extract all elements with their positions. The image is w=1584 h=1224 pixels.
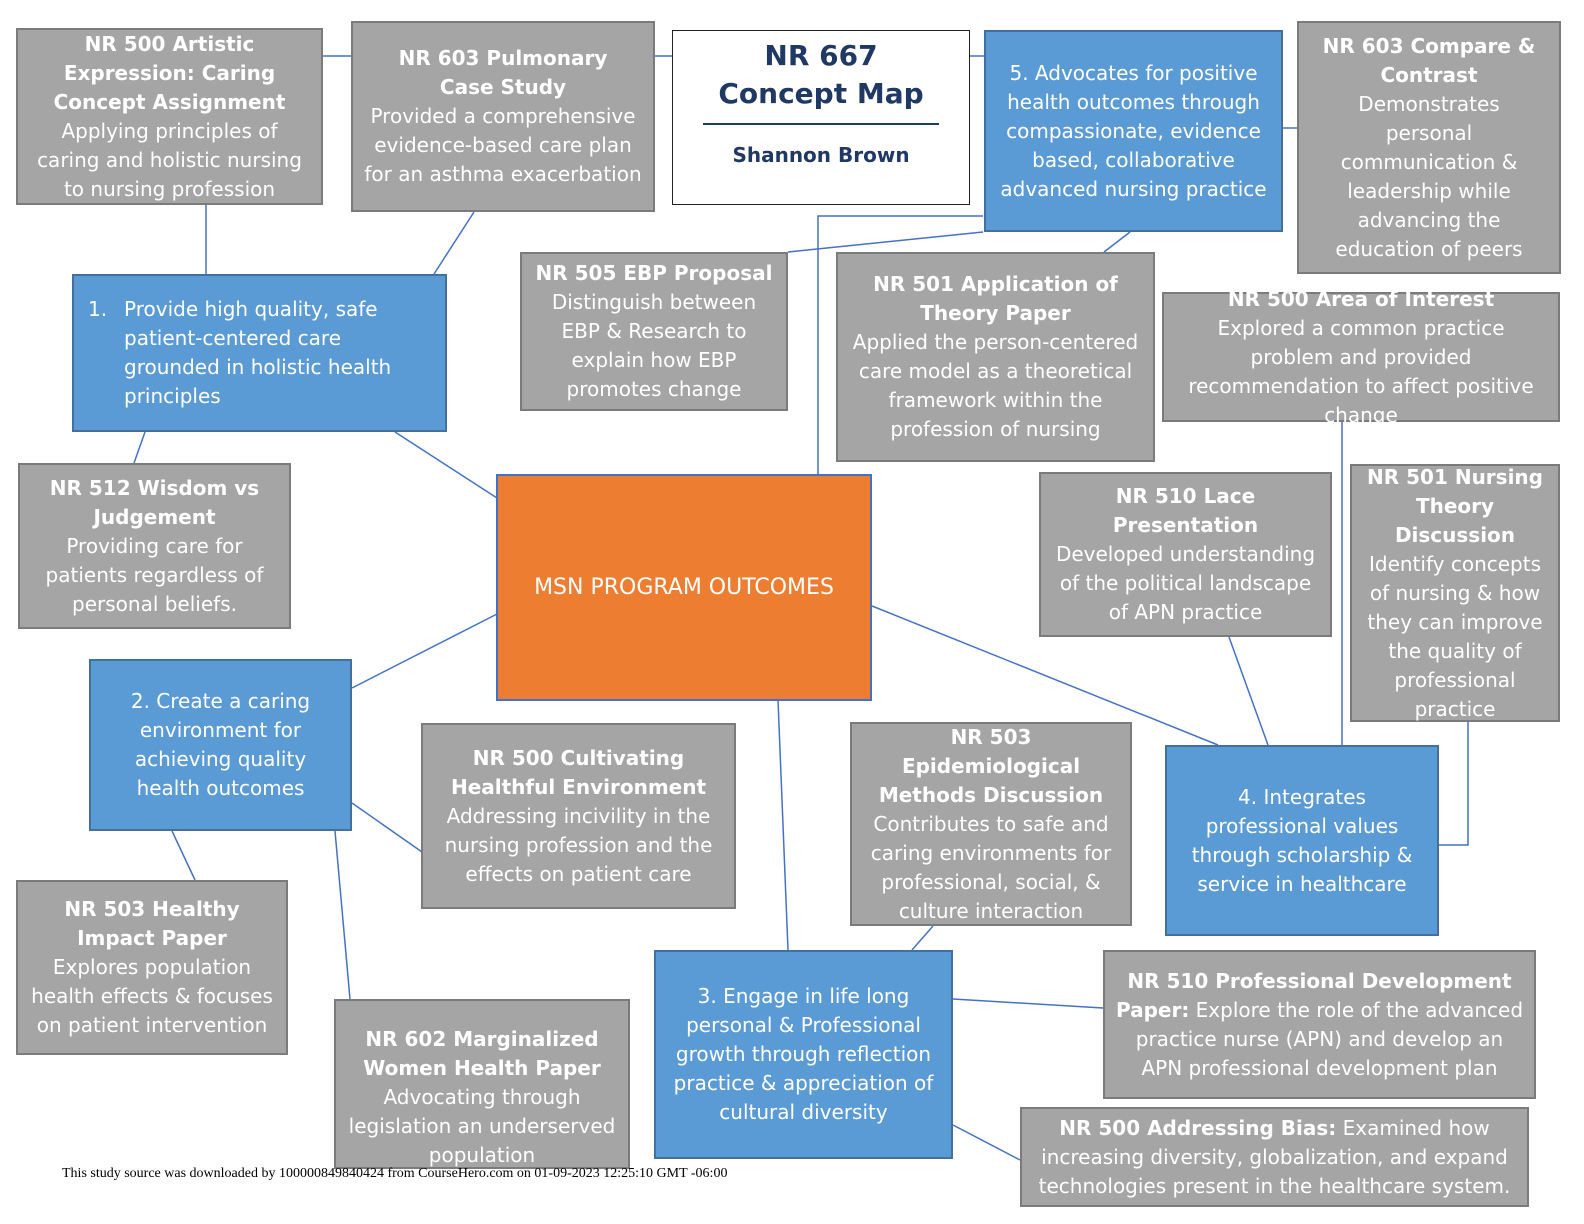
assignment-title: NR 603 Pulmonary Case Study	[398, 46, 608, 99]
outcome-1-number: 1.	[88, 297, 108, 321]
course-title: NR 667	[764, 39, 878, 72]
assignment-title: NR 500 Addressing Bias:	[1059, 1115, 1337, 1140]
assignment-desc: Explores population health effects & foc…	[31, 955, 273, 1037]
assignment-title: NR 510 Professional Development Paper:	[1115, 968, 1512, 1022]
assignment-marginalized-women: NR 602 Marginalized Women Health Paper A…	[334, 999, 630, 1169]
map-title: Concept Map	[718, 77, 924, 110]
assignment-ebp-proposal: NR 505 EBP Proposal Distinguish between …	[520, 252, 788, 411]
center-label: MSN PROGRAM OUTCOMES	[534, 575, 834, 600]
assignment-epidemiological-discussion: NR 503 Epidemiological Methods Discussio…	[850, 722, 1132, 926]
assignment-desc: Explored a common practice problem and p…	[1188, 315, 1534, 427]
outcome-2-text: 2. Create a caring environment for achie…	[130, 689, 311, 800]
assignment-professional-development: NR 510 Professional Development Paper: E…	[1103, 950, 1536, 1099]
assignment-title: NR 505 EBP Proposal	[535, 261, 773, 285]
assignment-title: NR 500 Artistic Expression: Caring Conce…	[53, 31, 286, 114]
assignment-artistic-expression: NR 500 Artistic Expression: Caring Conce…	[16, 28, 323, 205]
assignment-area-of-interest: NR 500 Area of Interest Explored a commo…	[1162, 287, 1560, 427]
assignment-theory-discussion: NR 501 Nursing Theory Discussion Identif…	[1350, 464, 1560, 722]
assignment-compare-contrast: NR 603 Compare & Contrast Demonstrates p…	[1297, 21, 1561, 274]
assignment-title: NR 510 Lace Presentation	[1112, 484, 1259, 537]
assignment-wisdom-judgement: NR 512 Wisdom vs Judgement Providing car…	[18, 463, 291, 629]
assignment-desc: Distinguish between EBP & Research to ex…	[551, 290, 757, 401]
assignment-lace-presentation: NR 510 Lace Presentation Developed under…	[1039, 472, 1332, 637]
assignment-desc: Contributes to safe and caring environme…	[870, 811, 1112, 923]
title-divider	[703, 123, 939, 125]
assignment-desc: Applied the person-centered care model a…	[852, 330, 1139, 441]
assignment-desc: Provided a comprehensive evidence-based …	[364, 104, 642, 186]
assignment-desc: Providing care for patients regardless o…	[45, 533, 264, 616]
outcome-3-text: 3. Engage in life long personal & Profes…	[673, 984, 934, 1124]
assignment-desc: Applying principles of caring and holist…	[37, 118, 302, 201]
assignment-desc: Explore the role of the advanced practic…	[1135, 997, 1524, 1080]
download-footer: This study source was downloaded by 1000…	[62, 1166, 728, 1181]
assignment-title: NR 603 Compare & Contrast	[1322, 33, 1536, 87]
outcome-1-text: Provide high quality, safe patient-cente…	[124, 297, 392, 408]
assignment-title: NR 503 Healthy Impact Paper	[64, 897, 240, 950]
outcome-3-node: 3. Engage in life long personal & Profes…	[654, 950, 953, 1159]
assignment-desc: Advocating through legislation an unders…	[348, 1085, 616, 1167]
assignment-title: NR 602 Marginalized Women Health Paper	[363, 1027, 601, 1080]
assignment-desc: Addressing incivility in the nursing pro…	[444, 803, 713, 886]
assignment-addressing-bias: NR 500 Addressing Bias: Examined how inc…	[1020, 1107, 1529, 1207]
assignment-title: NR 501 Application of Theory Paper	[873, 272, 1118, 325]
assignment-desc: Examined how increasing diversity, globa…	[1038, 1115, 1511, 1198]
assignment-desc: Demonstrates personal communication & le…	[1335, 91, 1523, 261]
assignment-theory-paper: NR 501 Application of Theory Paper Appli…	[836, 252, 1155, 462]
assignment-title: NR 500 Area of Interest	[1227, 286, 1495, 311]
assignment-desc: Developed understanding of the political…	[1055, 542, 1316, 624]
outcome-2-node: 2. Create a caring environment for achie…	[89, 659, 352, 831]
outcome-4-text: 4. Integrates professional values throug…	[1191, 784, 1413, 896]
assignment-title: NR 512 Wisdom vs Judgement	[49, 475, 260, 529]
outcome-1-node: 1. Provide high quality, safe patient-cen…	[72, 274, 447, 432]
assignment-cultivating-environment: NR 500 Cultivating Healthful Environment…	[421, 723, 736, 909]
assignment-title: NR 500 Cultivating Healthful Environment	[450, 745, 707, 799]
center-node: MSN PROGRAM OUTCOMES	[496, 474, 872, 701]
assignment-desc: Identify concepts of nursing & how they …	[1367, 551, 1543, 721]
assignment-title: NR 501 Nursing Theory Discussion	[1367, 464, 1543, 547]
assignment-healthy-impact: NR 503 Healthy Impact Paper Explores pop…	[16, 880, 288, 1055]
title-box: NR 667 Concept Map Shannon Brown	[672, 30, 970, 205]
outcome-5-text: 5. Advocates for positive health outcome…	[1000, 60, 1267, 201]
outcome-5-node: 5. Advocates for positive health outcome…	[984, 30, 1283, 232]
outcome-4-node: 4. Integrates professional values throug…	[1165, 745, 1439, 936]
assignment-pulmonary-case: NR 603 Pulmonary Case Study Provided a c…	[351, 21, 655, 212]
author-name: Shannon Brown	[732, 143, 910, 167]
assignment-title: NR 503 Epidemiological Methods Discussio…	[878, 724, 1104, 807]
